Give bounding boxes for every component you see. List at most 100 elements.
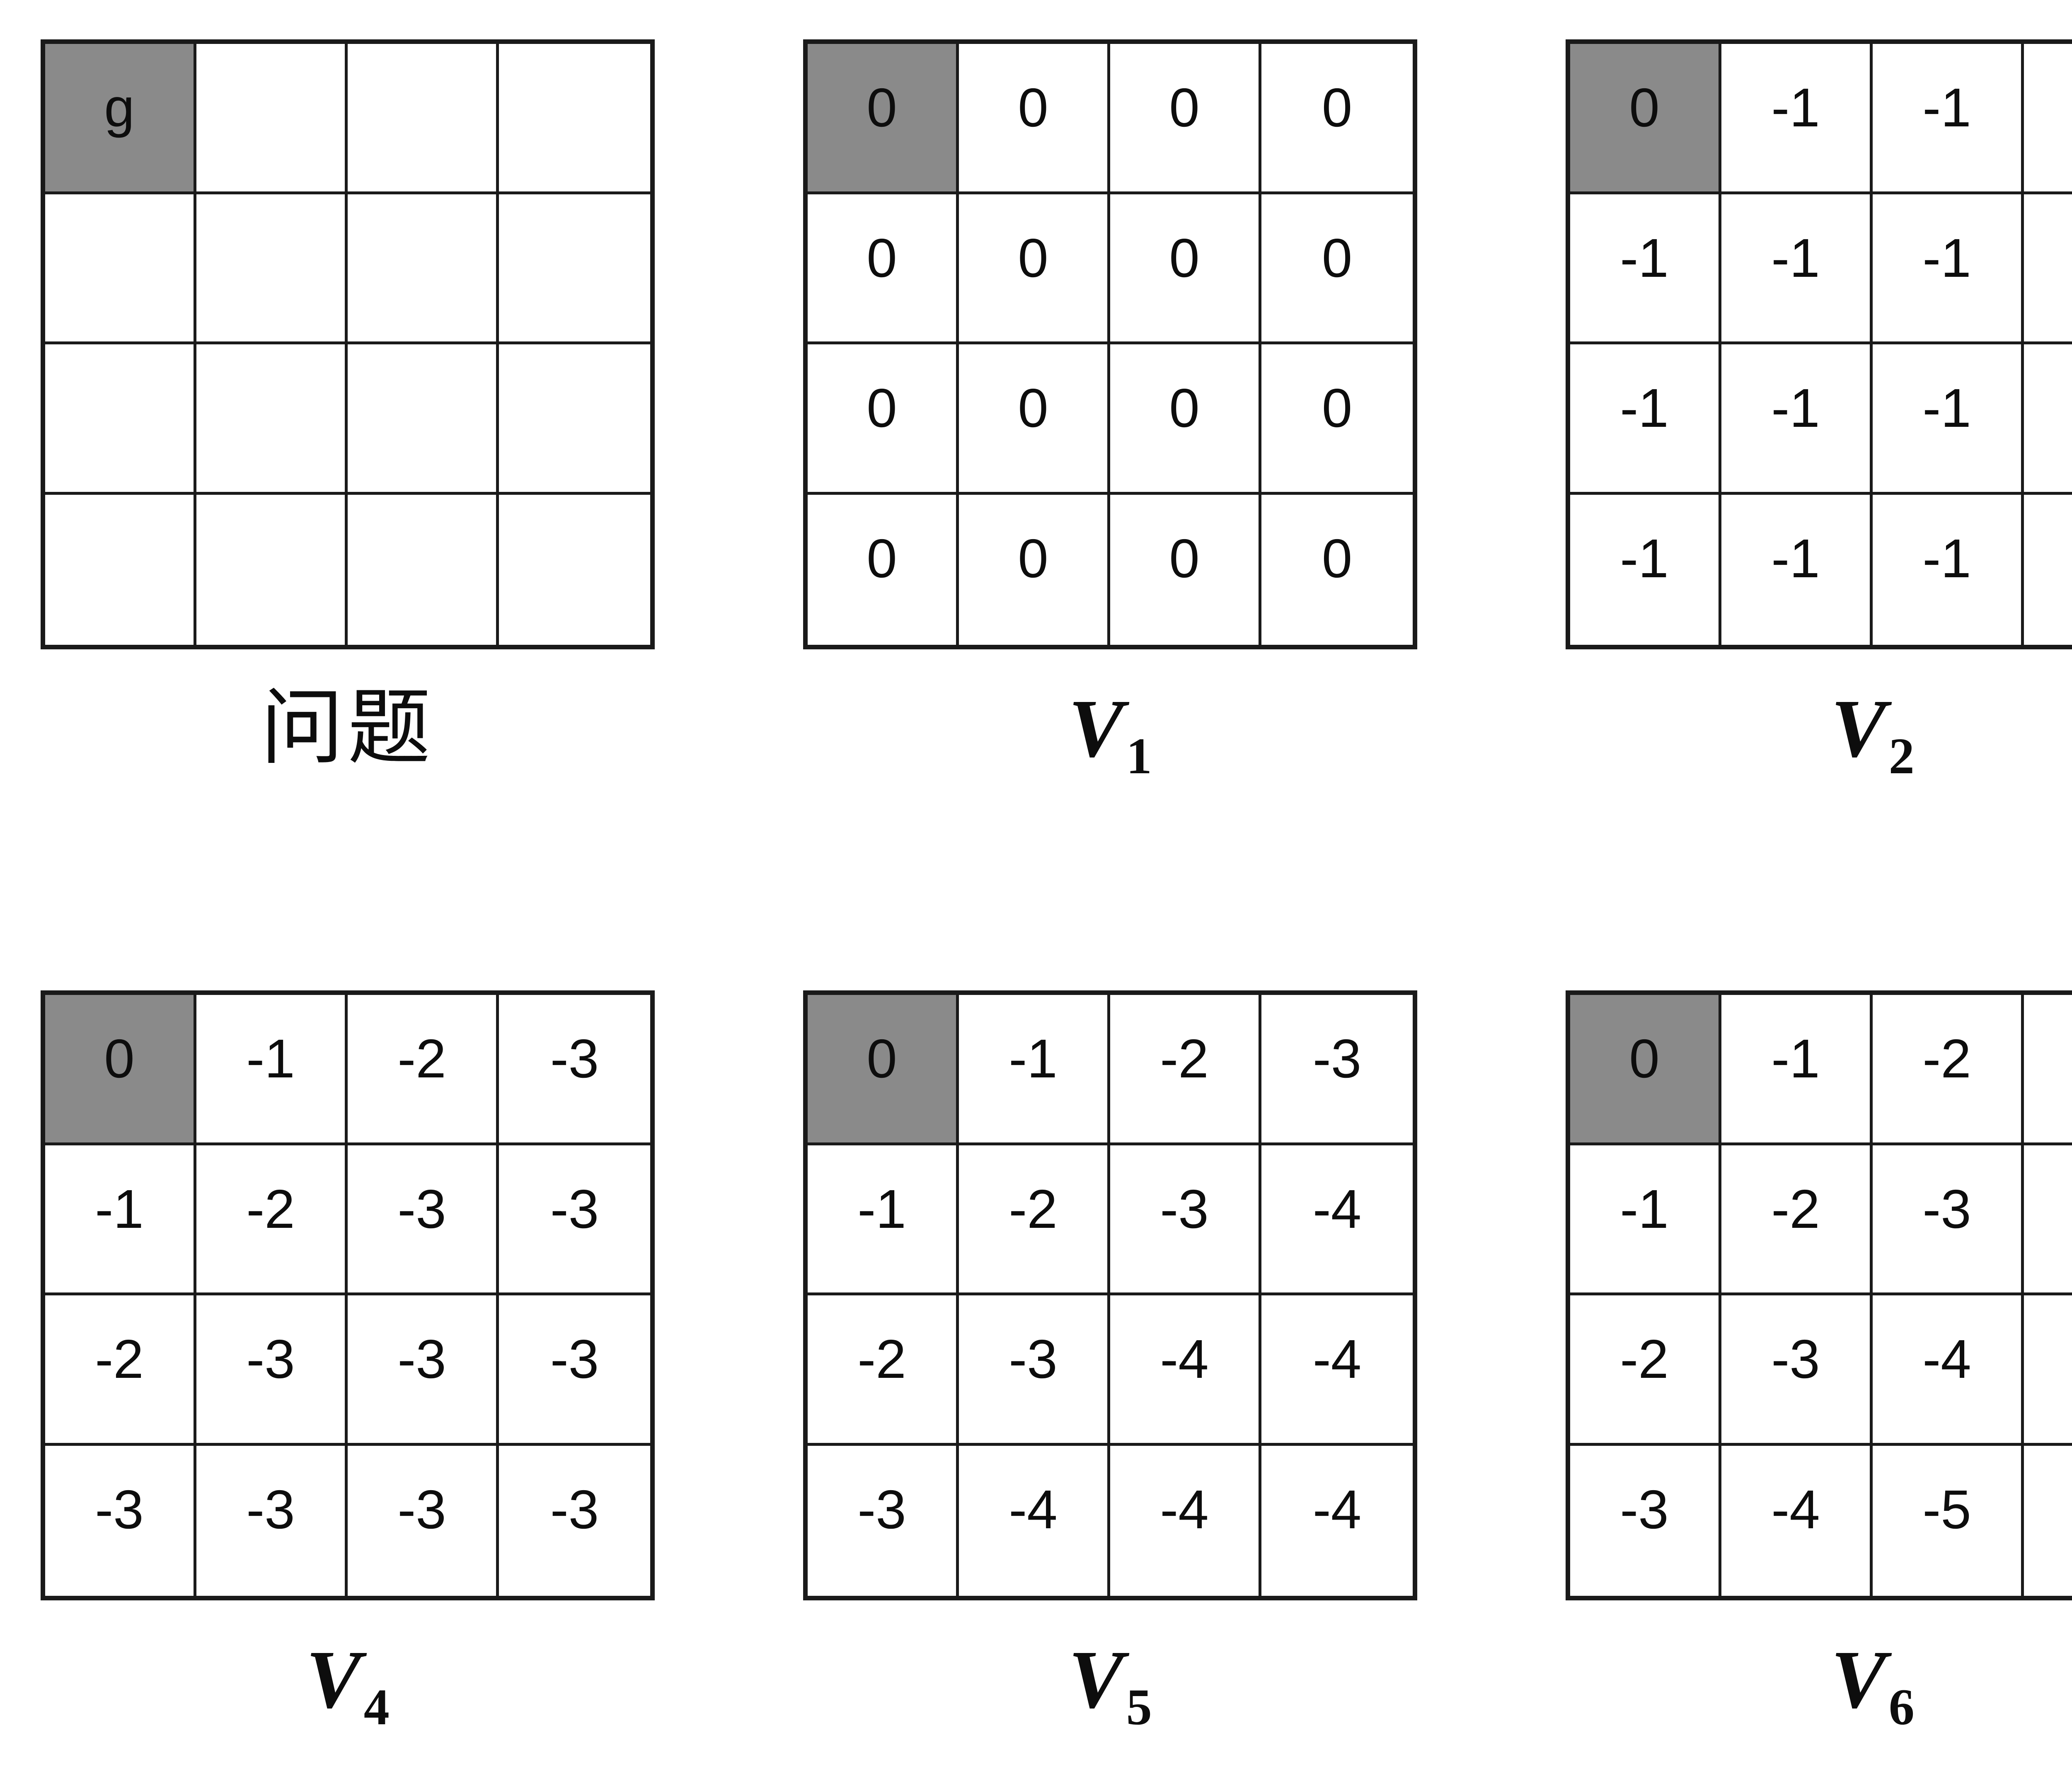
caption-text: V2 bbox=[1831, 683, 1914, 782]
value-cell: 0 bbox=[1110, 44, 1261, 194]
value-cell bbox=[499, 194, 650, 344]
value-cell: -2 bbox=[1570, 1295, 1721, 1446]
value-cell: 0 bbox=[1110, 494, 1261, 645]
value-cell: 0 bbox=[959, 494, 1110, 645]
value-cell: 0 bbox=[959, 344, 1110, 495]
value-cell: -5 bbox=[2024, 1295, 2072, 1446]
value-cell: -2 bbox=[45, 1295, 196, 1446]
value-cell: -3 bbox=[196, 1295, 348, 1446]
value-cell: -3 bbox=[348, 1145, 499, 1295]
panel-caption-problem: 问题 bbox=[41, 687, 655, 795]
value-cell: -1 bbox=[1721, 194, 1873, 344]
caption-subscript: 2 bbox=[1888, 728, 1915, 784]
goal-cell: 0 bbox=[1570, 995, 1721, 1145]
caption-symbol: V bbox=[1831, 1634, 1886, 1726]
value-cell bbox=[499, 44, 650, 194]
value-cell: -1 bbox=[45, 1145, 196, 1295]
value-cell bbox=[45, 344, 196, 495]
value-cell: -4 bbox=[959, 1445, 1110, 1596]
value-cell bbox=[348, 344, 499, 495]
value-cell: -3 bbox=[1721, 1295, 1873, 1446]
value-cell: 0 bbox=[959, 44, 1110, 194]
value-grid-v5: 0-1-2-3-1-2-3-4-2-3-4-4-3-4-4-4 bbox=[803, 990, 1417, 1600]
caption-text: 问题 bbox=[260, 683, 435, 774]
value-cell: -3 bbox=[1570, 1445, 1721, 1596]
value-cell: -3 bbox=[499, 995, 650, 1145]
value-cell: -3 bbox=[1110, 1145, 1261, 1295]
value-cell bbox=[348, 44, 499, 194]
value-cell: -2 bbox=[959, 1145, 1110, 1295]
caption-text: V5 bbox=[1068, 1634, 1152, 1733]
panel-caption-v5: V5 bbox=[803, 1638, 1417, 1746]
value-cell: -2 bbox=[808, 1295, 959, 1446]
value-grid-panel-v2: 0-1-1-1-1-1-1-1-1-1-1-1-1-1-1-1V2 bbox=[1566, 39, 2072, 795]
value-cell: -3 bbox=[348, 1445, 499, 1596]
panel-caption-v6: V6 bbox=[1566, 1638, 2072, 1746]
value-cell: -1 bbox=[959, 995, 1110, 1145]
value-cell: 0 bbox=[1110, 194, 1261, 344]
value-cell: -3 bbox=[499, 1445, 650, 1596]
value-grid-v4: 0-1-2-3-1-2-3-3-2-3-3-3-3-3-3-3 bbox=[41, 990, 655, 1600]
value-cell bbox=[45, 194, 196, 344]
value-cell: -1 bbox=[1721, 44, 1873, 194]
value-cell: -3 bbox=[2024, 995, 2072, 1145]
value-grid-v2: 0-1-1-1-1-1-1-1-1-1-1-1-1-1-1-1 bbox=[1566, 39, 2072, 649]
value-cell: -3 bbox=[499, 1145, 650, 1295]
value-cell bbox=[196, 494, 348, 645]
value-cell: 0 bbox=[1110, 344, 1261, 495]
goal-cell: 0 bbox=[808, 995, 959, 1145]
value-grid-panel-problem: g 问题 bbox=[41, 39, 655, 795]
panel-caption-v2: V2 bbox=[1566, 687, 2072, 795]
goal-cell: g bbox=[45, 44, 196, 194]
value-cell: 0 bbox=[808, 194, 959, 344]
value-cell bbox=[348, 194, 499, 344]
value-cell: -1 bbox=[808, 1145, 959, 1295]
value-cell: -3 bbox=[1873, 1145, 2024, 1295]
value-cell: -4 bbox=[1721, 1445, 1873, 1596]
value-cell: -3 bbox=[959, 1295, 1110, 1446]
value-cell: -1 bbox=[1721, 344, 1873, 495]
value-cell: 0 bbox=[1261, 194, 1413, 344]
value-cell: 0 bbox=[1261, 494, 1413, 645]
value-cell: 0 bbox=[808, 494, 959, 645]
value-cell: -4 bbox=[1110, 1445, 1261, 1596]
value-cell: -3 bbox=[808, 1445, 959, 1596]
caption-symbol: V bbox=[1831, 683, 1886, 774]
value-cell: -1 bbox=[1873, 44, 2024, 194]
value-cell: 0 bbox=[959, 194, 1110, 344]
caption-text: V1 bbox=[1068, 683, 1152, 782]
caption-subscript: 5 bbox=[1126, 1679, 1152, 1735]
value-cell bbox=[196, 194, 348, 344]
value-cell bbox=[196, 344, 348, 495]
value-cell: -3 bbox=[1261, 995, 1413, 1145]
caption-text: V4 bbox=[306, 1634, 389, 1733]
value-cell: -1 bbox=[1721, 995, 1873, 1145]
value-cell: -5 bbox=[2024, 1445, 2072, 1596]
value-cell bbox=[499, 344, 650, 495]
goal-cell: 0 bbox=[808, 44, 959, 194]
caption-symbol: V bbox=[1068, 683, 1124, 774]
value-cell: -2 bbox=[348, 995, 499, 1145]
value-cell bbox=[196, 44, 348, 194]
value-cell: -1 bbox=[196, 995, 348, 1145]
value-grid-v6: 0-1-2-3-1-2-3-4-2-3-4-5-3-4-5-5 bbox=[1566, 990, 2072, 1600]
value-cell: -4 bbox=[1873, 1295, 2024, 1446]
caption-symbol: V bbox=[306, 1634, 361, 1726]
value-cell: -1 bbox=[1570, 1145, 1721, 1295]
value-cell: -1 bbox=[2024, 194, 2072, 344]
panel-caption-v1: V1 bbox=[803, 687, 1417, 795]
value-cell: -1 bbox=[2024, 344, 2072, 495]
value-cell: -4 bbox=[1110, 1295, 1261, 1446]
caption-subscript: 1 bbox=[1126, 728, 1152, 784]
value-cell: -2 bbox=[1110, 995, 1261, 1145]
value-cell: -3 bbox=[348, 1295, 499, 1446]
value-cell: -4 bbox=[2024, 1145, 2072, 1295]
value-cell: -4 bbox=[1261, 1295, 1413, 1446]
value-cell: -1 bbox=[1873, 194, 2024, 344]
value-cell: 0 bbox=[808, 344, 959, 495]
value-cell: -1 bbox=[1570, 494, 1721, 645]
panel-caption-v4: V4 bbox=[41, 1638, 655, 1746]
